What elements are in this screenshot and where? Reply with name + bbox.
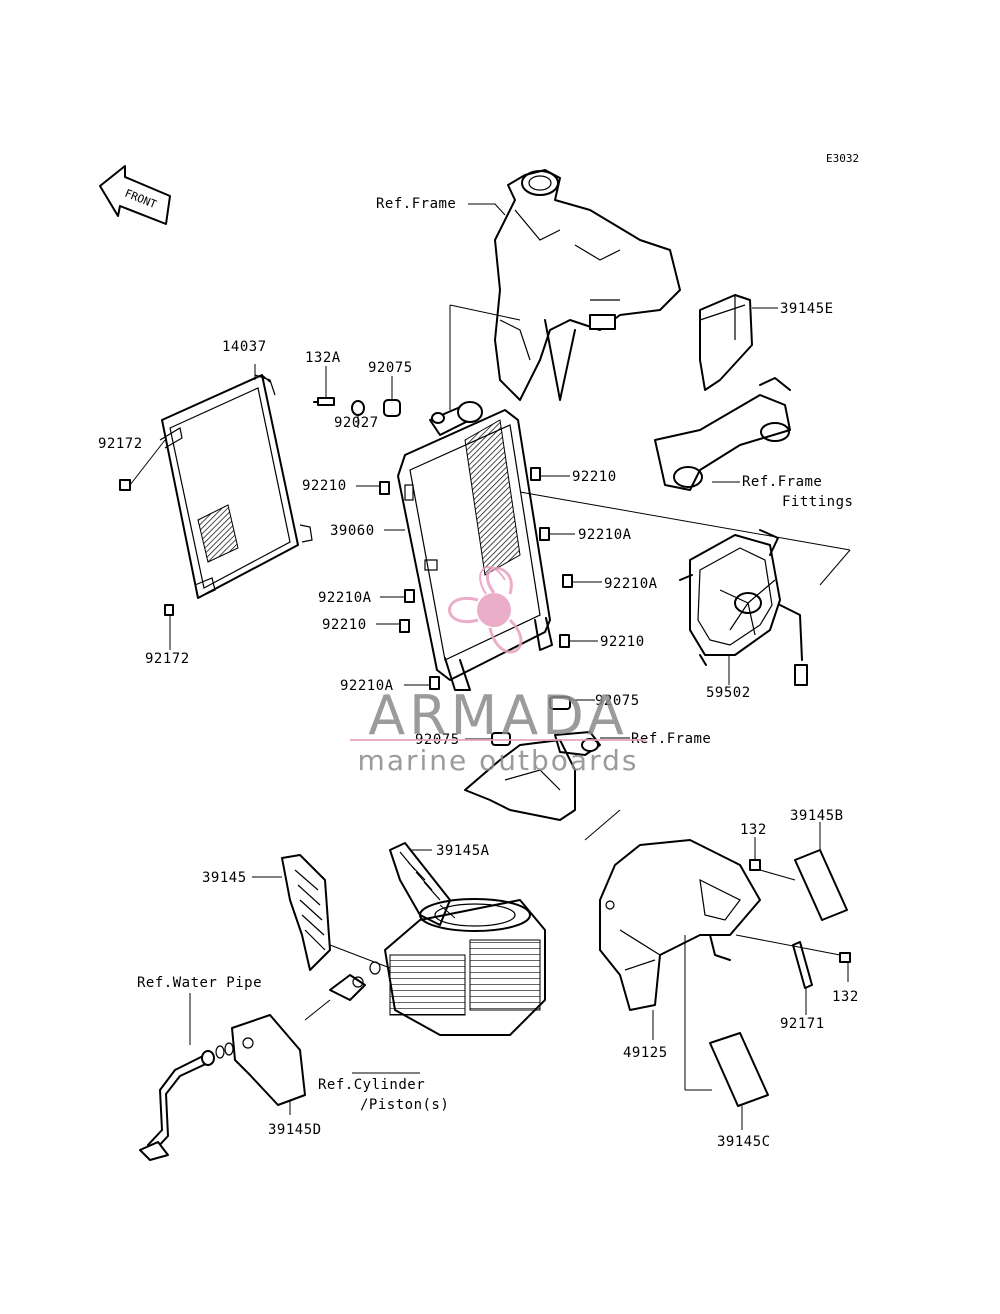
frame-bottom-bracket-part bbox=[464, 731, 601, 821]
callout-92171: 92171 bbox=[780, 1016, 825, 1032]
callout-92210-left-1: 92210 bbox=[302, 478, 347, 494]
frame-fittings-part bbox=[654, 377, 791, 491]
pad-39145C-icon bbox=[709, 1032, 769, 1107]
callout-92210A-right-2: 92210A bbox=[604, 576, 658, 592]
callout-ref-cylinder-2: /Piston(s) bbox=[360, 1097, 449, 1113]
bolt-132A-icon bbox=[313, 397, 335, 406]
callout-ref-cylinder-1: Ref.Cylinder bbox=[318, 1077, 425, 1093]
cover-39145D-part bbox=[231, 1014, 306, 1106]
callout-92210-left-2: 92210 bbox=[322, 617, 367, 633]
callout-92172-bottom: 92172 bbox=[145, 651, 190, 667]
callout-39145E: 39145E bbox=[780, 301, 834, 317]
callout-ref-water-pipe: Ref.Water Pipe bbox=[137, 975, 262, 991]
callout-92075-right: 92075 bbox=[595, 693, 640, 709]
clip-92210A-left-2-icon bbox=[429, 676, 440, 690]
callout-92075-top: 92075 bbox=[368, 360, 413, 376]
front-arrow-icon: FRONT bbox=[99, 165, 171, 225]
callout-39145A: 39145A bbox=[436, 843, 490, 859]
callout-92210A-left-1: 92210A bbox=[318, 590, 372, 606]
propeller-logo-icon bbox=[448, 566, 523, 654]
callout-49125: 49125 bbox=[623, 1045, 668, 1061]
cylinder-block-part bbox=[329, 898, 546, 1036]
frame-top-part bbox=[494, 169, 681, 401]
callout-ref-frame-fittings-1: Ref.Frame bbox=[742, 474, 822, 490]
washer-92027-icon bbox=[351, 400, 365, 416]
clip-92210A-right-2-icon bbox=[562, 574, 573, 588]
clip-92210-right-2-icon bbox=[559, 634, 570, 648]
radiator-part bbox=[397, 401, 553, 691]
pad-39145B-icon bbox=[794, 849, 848, 921]
callout-39060: 39060 bbox=[330, 523, 375, 539]
shroud-49125-part bbox=[599, 839, 761, 1011]
callout-92210A-right-1: 92210A bbox=[578, 527, 632, 543]
callout-92172-top: 92172 bbox=[98, 436, 143, 452]
cover-39145E-part bbox=[699, 294, 753, 391]
watermark-subtitle: marine outboards bbox=[358, 744, 639, 777]
clip-92210-right-1-icon bbox=[530, 467, 541, 481]
callout-132A: 132A bbox=[305, 350, 341, 366]
callout-ref-frame-fittings-2: Fittings bbox=[782, 494, 853, 510]
band-92171-icon bbox=[792, 941, 813, 989]
callout-39145B: 39145B bbox=[790, 808, 844, 824]
clip-92210A-right-1-icon bbox=[539, 527, 550, 541]
callout-59502: 59502 bbox=[706, 685, 751, 701]
watermark: ARMADA marine outboards bbox=[350, 566, 646, 777]
callout-ref-frame-bottom: Ref.Frame bbox=[631, 731, 711, 747]
bolt-92172-bottom-icon bbox=[164, 604, 174, 616]
watermark-title: ARMADA bbox=[368, 684, 628, 747]
fan-assembly-part bbox=[679, 529, 808, 686]
callout-39145: 39145 bbox=[202, 870, 247, 886]
water-pipe-part bbox=[139, 1042, 234, 1161]
callout-39145C: 39145C bbox=[717, 1134, 771, 1150]
cover-39145A-part bbox=[389, 842, 451, 926]
cover-39145-part bbox=[281, 854, 331, 971]
callout-92027: 92027 bbox=[334, 415, 379, 431]
clip-92210A-left-1-icon bbox=[404, 589, 415, 603]
callout-ref-frame-top: Ref.Frame bbox=[376, 196, 456, 212]
callout-39145D: 39145D bbox=[268, 1122, 322, 1138]
leader-lines bbox=[129, 203, 851, 1130]
callout-132-bottom: 132 bbox=[832, 989, 859, 1005]
diagram-code: E3032 bbox=[826, 152, 859, 165]
clip-92210-left-2-icon bbox=[399, 619, 410, 633]
grommet-92075-top-icon bbox=[383, 399, 401, 417]
radiator-screen-part bbox=[159, 374, 313, 599]
bolt-132-top-icon bbox=[749, 859, 761, 871]
callout-92210-right-2: 92210 bbox=[600, 634, 645, 650]
callout-92210-right-1: 92210 bbox=[572, 469, 617, 485]
bolt-132-bottom-icon bbox=[839, 952, 851, 963]
clip-92210-left-1-icon bbox=[379, 481, 390, 495]
callout-labels: Ref.Frame 39145E 14037 132A 92075 92027 … bbox=[98, 196, 859, 1150]
callout-14037: 14037 bbox=[222, 339, 267, 355]
callout-132-top: 132 bbox=[740, 822, 767, 838]
grommet-92075-right-icon bbox=[549, 696, 571, 710]
bolt-92172-top-icon bbox=[119, 479, 131, 491]
callout-92210A-left-2: 92210A bbox=[340, 678, 394, 694]
